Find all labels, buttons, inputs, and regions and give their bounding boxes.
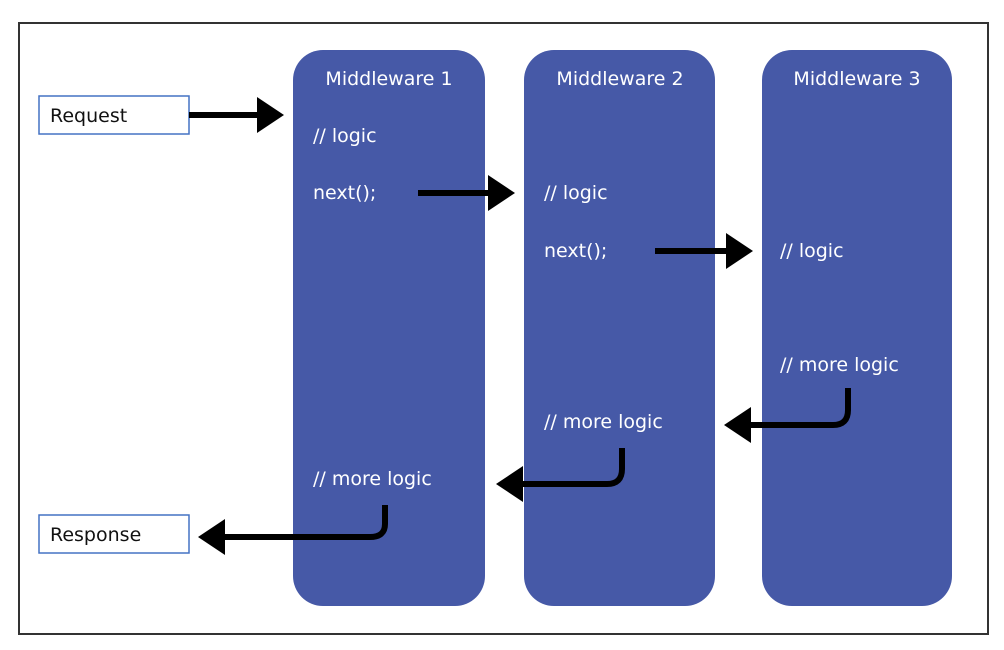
return-arrow-3 bbox=[724, 388, 851, 443]
middleware-1-logic: // logic bbox=[313, 125, 377, 147]
middleware-1-title: Middleware 1 bbox=[325, 68, 452, 90]
response-label: Response bbox=[50, 524, 141, 546]
middleware-2-more-logic: // more logic bbox=[544, 411, 663, 433]
middleware-1-next: next(); bbox=[313, 182, 376, 204]
response-arrow bbox=[198, 505, 388, 555]
response-box bbox=[38, 514, 190, 554]
middleware-2-box bbox=[524, 50, 715, 606]
middleware-1-more-logic: // more logic bbox=[313, 468, 432, 490]
middleware-3-title: Middleware 3 bbox=[793, 68, 920, 90]
return-arrow-2 bbox=[496, 448, 625, 502]
middleware-3-box bbox=[762, 50, 952, 606]
request-label: Request bbox=[50, 105, 127, 127]
middleware-2-title: Middleware 2 bbox=[556, 68, 683, 90]
middleware-3-logic: // logic bbox=[780, 240, 844, 262]
middleware-1-box bbox=[293, 50, 485, 606]
middleware-2-logic: // logic bbox=[544, 182, 608, 204]
request-box bbox=[38, 95, 190, 135]
middleware-3-more-logic: // more logic bbox=[780, 354, 899, 376]
middleware-2-next: next(); bbox=[544, 240, 607, 262]
